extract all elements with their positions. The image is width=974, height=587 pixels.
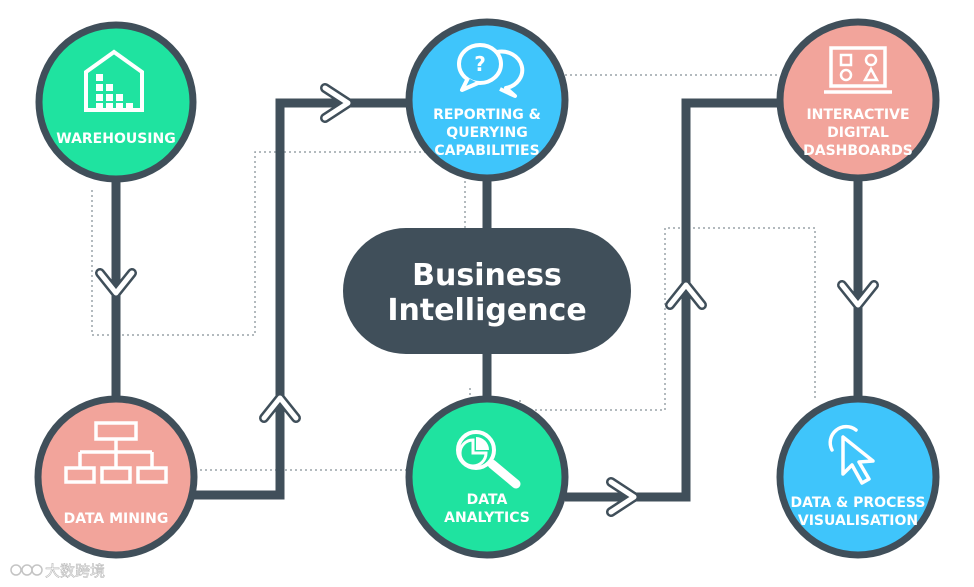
center-pill: Business Intelligence [343, 228, 631, 354]
center-title-line1: Business [412, 258, 562, 293]
node-label-dashboards-3: DASHBOARDS [803, 143, 913, 159]
dotted-path-analytics [519, 227, 816, 411]
warehouse-icon [84, 49, 144, 112]
watermark-logo-icon [10, 564, 43, 576]
watermark-text: 大数跨境 [45, 562, 105, 580]
node-warehousing: WAREHOUSING [35, 21, 197, 183]
node-label-dashboards-1: INTERACTIVE [806, 107, 909, 123]
node-label-reporting-1: REPORTING & [433, 107, 541, 123]
cursor-click-icon [828, 424, 875, 485]
node-label-analytics-2: ANALYTICS [444, 510, 530, 526]
node-label-visualisation-2: VISUALISATION [798, 513, 918, 529]
org-chart-icon [64, 421, 168, 484]
magnifier-chart-icon [456, 430, 521, 489]
center-title-line2: Intelligence [387, 293, 586, 328]
dashboard-screen-icon [824, 46, 892, 94]
node-label-reporting-3: CAPABILITIES [434, 143, 539, 159]
node-label-dashboards-2: DIGITAL [827, 125, 889, 141]
node-label-data-mining: DATA MINING [64, 511, 169, 527]
node-data-mining: DATA MINING [34, 395, 198, 559]
question-mark: ? [474, 52, 486, 76]
chevrons [95, 83, 879, 517]
node-data-analytics: DATA ANALYTICS [405, 395, 569, 559]
node-label-warehousing: WAREHOUSING [56, 131, 175, 147]
node-visualisation: DATA & PROCESS VISUALISATION [776, 395, 940, 559]
node-dashboards: INTERACTIVE DIGITAL DASHBOARDS [776, 18, 940, 182]
node-reporting: ? REPORTING & QUERYING CAPABILITIES [405, 18, 569, 182]
watermark: 大数跨境 [10, 562, 105, 580]
speech-bubbles-question-icon [457, 43, 525, 98]
node-label-analytics-1: DATA [467, 492, 508, 508]
node-label-visualisation-1: DATA & PROCESS [791, 495, 926, 511]
dotted-path-warehousing [91, 151, 466, 336]
node-label-reporting-2: QUERYING [446, 125, 527, 141]
